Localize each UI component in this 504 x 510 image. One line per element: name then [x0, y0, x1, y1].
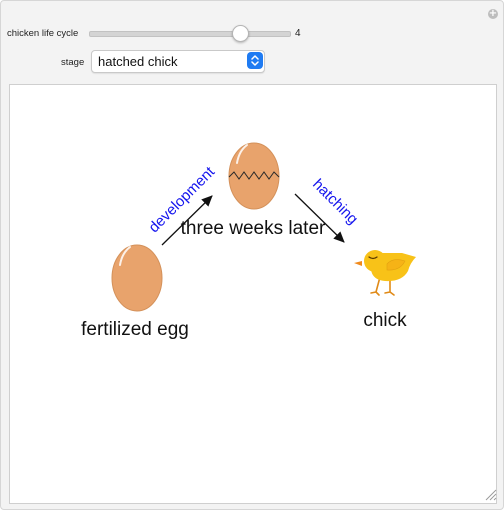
plus-icon[interactable]: +	[488, 8, 498, 19]
stage-select[interactable]: hatched chick	[91, 50, 265, 73]
chick-label: chick	[363, 310, 407, 331]
slider-value: 4	[295, 28, 301, 39]
chevron-updown-icon[interactable]	[247, 52, 263, 69]
slider-thumb[interactable]	[231, 25, 249, 42]
diagram-canvas: fertilized egg development three weeks l…	[9, 84, 497, 504]
slider-track[interactable]	[89, 31, 291, 37]
stage-label: stage	[61, 57, 85, 68]
development-arrow	[161, 195, 213, 246]
life-cycle-diagram: fertilized egg development three weeks l…	[81, 142, 416, 340]
chick-illustration	[354, 250, 416, 296]
resize-grip-icon[interactable]	[483, 487, 497, 501]
slider-label: chicken life cycle	[7, 28, 79, 39]
stage-select-value: hatched chick	[98, 54, 178, 69]
fertilized-egg	[111, 244, 163, 312]
hatching-arrow	[294, 193, 345, 243]
fertilized-egg-label: fertilized egg	[81, 319, 189, 340]
three-weeks-label: three weeks later	[181, 218, 326, 239]
cracked-egg	[228, 142, 280, 210]
